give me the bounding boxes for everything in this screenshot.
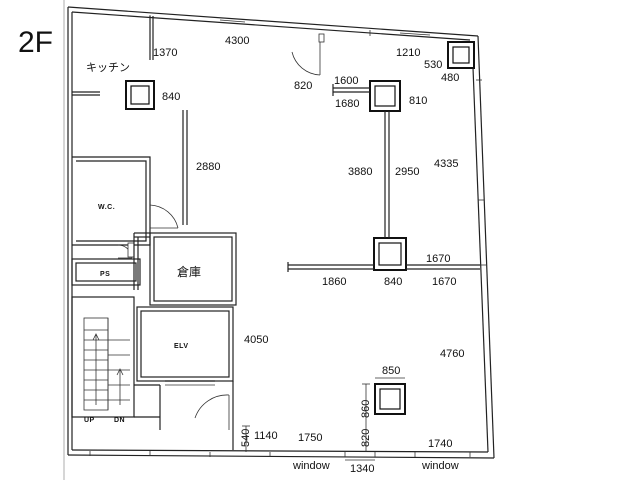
dim-1860: 1860 xyxy=(322,276,346,288)
dim-1670-mid: 1670 xyxy=(432,276,456,288)
dim-4335: 4335 xyxy=(434,158,458,170)
dim-1140: 1140 xyxy=(254,430,278,442)
elevator-label: ELV xyxy=(174,343,189,350)
dim-480: 480 xyxy=(441,72,459,84)
ps-label: PS xyxy=(100,271,110,278)
dim-1670-top: 1670 xyxy=(426,253,450,265)
dim-530: 530 xyxy=(424,59,442,71)
stair-up-label: UP xyxy=(84,417,95,424)
storage-room xyxy=(133,232,237,306)
column-top-right xyxy=(447,41,475,69)
dim-1680: 1680 xyxy=(335,98,359,110)
dim-1210: 1210 xyxy=(396,47,420,59)
dim-810: 810 xyxy=(409,95,427,107)
dim-1740: 1740 xyxy=(428,438,452,450)
dim-4050: 4050 xyxy=(244,334,268,346)
dim-1370: 1370 xyxy=(153,47,177,59)
wc-room xyxy=(72,156,179,246)
column-center xyxy=(373,237,407,271)
dim-1750: 1750 xyxy=(298,432,322,444)
outer-walls xyxy=(67,6,495,459)
dim-1600: 1600 xyxy=(334,75,358,87)
ps-room xyxy=(71,258,141,286)
dim-3880: 3880 xyxy=(348,166,372,178)
door-entry xyxy=(159,381,234,450)
dim-850: 850 xyxy=(382,365,400,377)
wc-label: W.C. xyxy=(98,204,115,211)
storage-label: 倉庫 xyxy=(177,264,201,279)
elevator-shaft xyxy=(136,306,234,386)
stair-dn-label: DN xyxy=(114,417,125,424)
dim-1340: 1340 xyxy=(350,463,374,475)
kitchen-label: キッチン xyxy=(86,61,130,74)
dim-840-top: 840 xyxy=(162,91,180,103)
dim-2950: 2950 xyxy=(395,166,419,178)
dimensions: 1370 4300 1210 530 480 820 1600 1680 810… xyxy=(153,35,464,475)
dim-820-top: 820 xyxy=(294,80,312,92)
stairs xyxy=(71,296,160,418)
window-label-right: window xyxy=(421,460,459,472)
dim-4300: 4300 xyxy=(225,35,249,47)
column-upper-center xyxy=(369,80,401,112)
window-label-left: window xyxy=(292,460,330,472)
dim-4760: 4760 xyxy=(440,348,464,360)
dim-840-mid: 840 xyxy=(384,276,402,288)
floor-label: 2F xyxy=(18,26,53,59)
dimension-lines xyxy=(242,377,405,461)
kitchen-walls xyxy=(72,16,154,96)
dim-2880: 2880 xyxy=(196,161,220,173)
column-lower xyxy=(374,383,406,415)
beam-lines xyxy=(182,84,480,272)
door-top xyxy=(291,33,325,76)
column-kitchen xyxy=(125,80,155,110)
